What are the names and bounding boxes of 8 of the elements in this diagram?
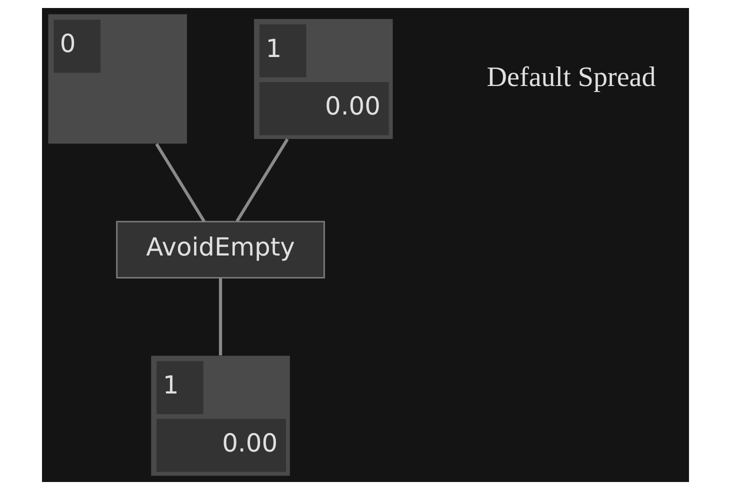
node-box: 0	[48, 14, 187, 144]
node-box: 1 0.00	[151, 356, 290, 476]
connector	[155, 143, 206, 222]
node-label: Default Spread	[486, 62, 656, 93]
node-box: 1 0.00	[254, 18, 393, 139]
node-box: AvoidEmpty	[116, 220, 325, 279]
connector	[236, 138, 289, 222]
connector	[218, 278, 222, 356]
